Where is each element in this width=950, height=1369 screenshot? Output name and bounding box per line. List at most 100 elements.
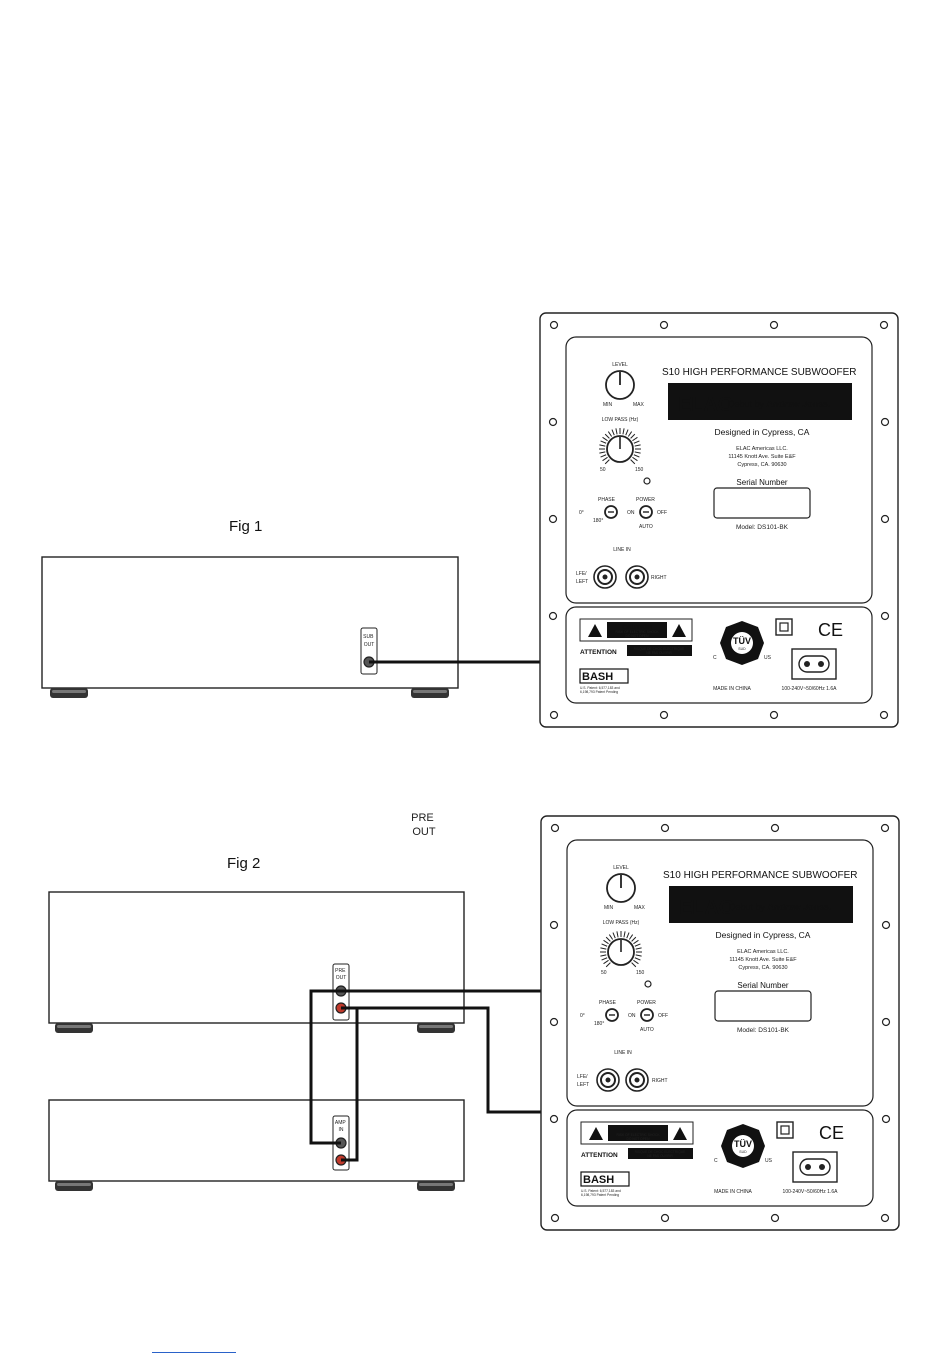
tuv-sub: SUD (738, 647, 746, 651)
caution-line-1: RISK OF ELECTRIC SHOCK (616, 1133, 660, 1137)
attention-line-2: NE PAS OUVRIR (647, 1154, 673, 1158)
left-cable-to-amp (309, 989, 341, 1145)
power-rating: 100-240V~50/60Hz 1.6A (783, 1189, 839, 1195)
component-foot (417, 1023, 455, 1033)
elac-logo: ELAC (678, 394, 732, 416)
phase-180-label: 180° (594, 1021, 604, 1027)
sub-out-label-line2: OUT (364, 642, 375, 648)
subwoofer-rear-panel: S10 HIGH PERFORMANCE SUBWOOFER ELAC Debu… (540, 815, 900, 1231)
power-label: POWER (637, 1000, 656, 1006)
caution-title: CAUTION (623, 1127, 653, 1134)
component-foot (411, 688, 449, 698)
amp-in-label-line2: IN (339, 1127, 344, 1133)
pre-out-label-line1: PRE (335, 968, 346, 974)
preamp-component: PRE OUT (48, 891, 465, 1033)
designed-in: Designed in Cypress, CA (715, 427, 810, 437)
elac-logo: ELAC (679, 897, 733, 919)
bash-patent-2: 6,198,793 Patent Pending (580, 690, 618, 694)
brand-tagline: Debut by Andrew Jones. (728, 399, 831, 409)
power-auto-label: AUTO (640, 1027, 654, 1033)
model-title: S10 HIGH PERFORMANCE SUBWOOFER (663, 870, 857, 881)
phase-label: PHASE (598, 497, 616, 503)
attention-line-1: RISQUE DE CHOC ELECTRIQUE (635, 1150, 687, 1154)
tuv-c: C (714, 1158, 718, 1164)
level-max: MAX (633, 402, 645, 408)
power-on-label: ON (627, 510, 635, 516)
footer-link-underline[interactable] (152, 1352, 236, 1353)
made-in: MADE IN CHINA (713, 686, 751, 692)
line-in-label: LINE IN (613, 547, 631, 553)
ce-mark: CE (818, 620, 843, 640)
address-line-3: Cypress, CA. 90630 (738, 965, 787, 971)
pre-out-callout-line2: OUT (412, 826, 436, 838)
level-label: LEVEL (612, 362, 628, 368)
phase-180-label: 180° (593, 518, 603, 524)
source-component: SUB OUT (41, 556, 459, 698)
phase-0-label: 0° (579, 510, 584, 516)
component-foot (50, 688, 88, 698)
right-input[interactable] (625, 565, 649, 589)
bash-logo: BASH (582, 671, 613, 683)
tuv-us: US (765, 1158, 773, 1164)
serial-label: Serial Number (736, 478, 787, 487)
bash-patent-2: 6,198,793 Patent Pending (581, 1193, 619, 1197)
address-line-1: ELAC Americas LLC. (736, 446, 788, 452)
model-title: S10 HIGH PERFORMANCE SUBWOOFER (662, 367, 856, 378)
sub-out-label-line1: SUB (363, 634, 374, 640)
tuv-mark: TÜV (733, 636, 751, 646)
power-on-label: ON (628, 1013, 636, 1019)
component-foot (55, 1181, 93, 1191)
pre-out-label-line2: OUT (336, 975, 347, 981)
lfe-left-label: LFE/LEFT (577, 1074, 589, 1088)
power-off-label: OFF (658, 1013, 668, 1019)
right-cable-to-amp (341, 1006, 359, 1162)
pre-out-label: PRE OUT (335, 968, 347, 981)
pre-out-callout-line1: PRE (411, 812, 434, 824)
bash-logo: BASH (583, 1174, 614, 1186)
lowpass-max: 150 (636, 970, 645, 976)
caution-line-2: DO NOT OPEN (625, 634, 649, 638)
lfe-left-input[interactable] (596, 1068, 620, 1092)
lowpass-min: 50 (601, 970, 607, 976)
attention-line-2: NE PAS OUVRIR (646, 651, 672, 655)
lowpass-max: 150 (635, 467, 644, 473)
address-line-1: ELAC Americas LLC. (737, 949, 789, 955)
address-line-2: 11145 Knott Ave. Suite E&F (729, 957, 797, 963)
model-number: Model: DS101-BK (736, 524, 789, 531)
right-label: RIGHT (652, 1078, 668, 1084)
phase-0-label: 0° (580, 1013, 585, 1019)
bash-patent-1: U.S. Patent: 6,577,183 and (580, 686, 620, 690)
ce-mark: CE (819, 1123, 844, 1143)
power-label: POWER (636, 497, 655, 503)
made-in: MADE IN CHINA (714, 1189, 752, 1195)
level-min: MIN (603, 402, 613, 408)
tuv-c: C (713, 655, 717, 661)
tuv-us: US (764, 655, 772, 661)
lowpass-min: 50 (600, 467, 606, 473)
subwoofer-rear-panel: S10 HIGH PERFORMANCE SUBWOOFER ELAC Debu… (539, 312, 899, 728)
model-number: Model: DS101-BK (737, 1027, 790, 1034)
figure-1: Fig 1 SUB OUT S10 HIGH PERFORMANCE SUBWO… (41, 312, 899, 728)
component-foot (55, 1023, 93, 1033)
sub-out-label: SUB OUT (363, 634, 375, 648)
figure-2: Fig 2 PRE OUT PRE OUT AMP IN (48, 812, 900, 1231)
lfe-left-input[interactable] (593, 565, 617, 589)
bash-patent-1: U.S. Patent: 6,577,183 and (581, 1189, 621, 1193)
figure-2-title: Fig 2 (227, 855, 260, 872)
amplifier-component: AMP IN (48, 1099, 465, 1191)
caution-title: CAUTION (622, 624, 652, 631)
attention-line-1: RISQUE DE CHOC ELECTRIQUE (634, 647, 686, 651)
lfe-left-label: LFE/LEFT (576, 571, 588, 585)
power-rating: 100-240V~50/60Hz 1.6A (782, 686, 838, 692)
attention-label: ATTENTION (581, 1152, 618, 1159)
line-in-label: LINE IN (614, 1050, 632, 1056)
pre-out-callout: PRE OUT (411, 812, 437, 838)
right-label: RIGHT (651, 575, 667, 581)
right-input[interactable] (625, 1068, 649, 1092)
figure-1-title: Fig 1 (229, 518, 262, 535)
tuv-sub: SUD (739, 1150, 747, 1154)
level-label: LEVEL (613, 865, 629, 871)
caution-line-1: RISK OF ELECTRIC SHOCK (615, 630, 659, 634)
address-line-2: 11145 Knott Ave. Suite E&F (728, 454, 796, 460)
designed-in: Designed in Cypress, CA (716, 930, 811, 940)
